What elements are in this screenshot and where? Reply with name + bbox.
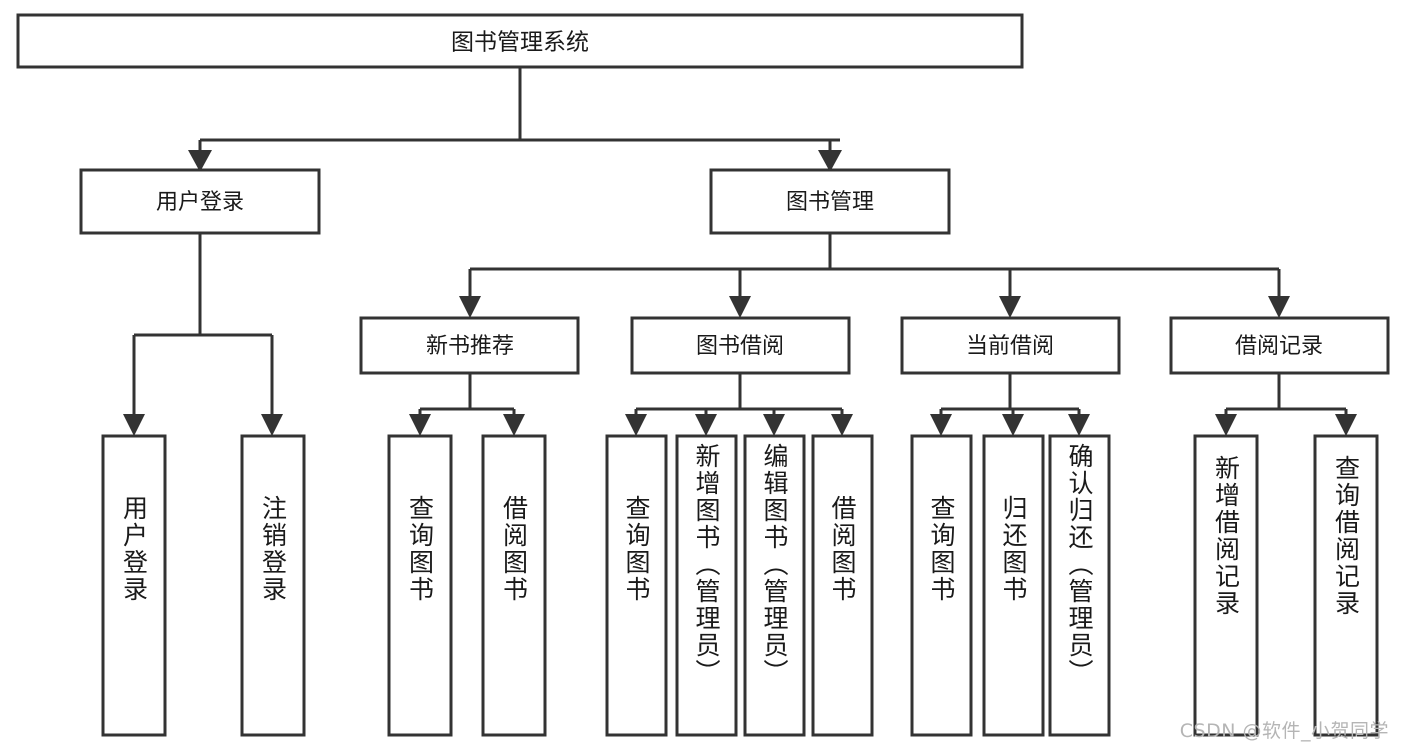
node-borrow-record-label: 借阅记录 [1235, 334, 1323, 359]
leaf-box-confirm-return[interactable] [1048, 434, 1111, 737]
node-user-login[interactable]: 用户登录 [79, 168, 321, 235]
connector-borrowrecord-to-leaves [1215, 373, 1357, 436]
leaf-box-add-book[interactable] [675, 434, 738, 737]
node-current-borrow-box [900, 316, 1121, 375]
leaf-box-user-login[interactable] [101, 434, 167, 737]
node-new-book-recommend-label: 新书推荐 [426, 334, 514, 359]
node-current-borrow-label: 当前借阅 [966, 334, 1054, 359]
connector-bookborrow-to-leaves [625, 373, 853, 436]
leaf-boxes [101, 434, 1379, 737]
node-book-borrow[interactable]: 图书借阅 [630, 316, 851, 375]
node-book-manage-label: 图书管理 [786, 190, 874, 215]
node-user-login-label: 用户登录 [156, 190, 244, 215]
leaf-box-return-book[interactable] [982, 434, 1045, 737]
leaf-box-user-logout[interactable] [240, 434, 306, 737]
node-root-label: 图书管理系统 [451, 30, 589, 56]
watermark-text: CSDN @软件_小贺同学 [1179, 720, 1389, 742]
leaf-box-add-record[interactable] [1193, 434, 1259, 737]
connector-root-to-level2 [188, 67, 842, 172]
node-book-manage[interactable]: 图书管理 [709, 168, 951, 235]
node-root-box [16, 13, 1024, 69]
leaf-box-edit-book[interactable] [743, 434, 806, 737]
connector-bookmanage-to-level3 [459, 233, 1290, 318]
leaf-box-query-book-1[interactable] [387, 434, 453, 737]
leaf-box-query-record[interactable] [1313, 434, 1379, 737]
node-book-manage-box [709, 168, 951, 235]
leaf-box-query-book-2[interactable] [605, 434, 668, 737]
leaf-box-borrow-book-1[interactable] [481, 434, 547, 737]
node-new-book-recommend[interactable]: 新书推荐 [359, 316, 580, 375]
node-current-borrow[interactable]: 当前借阅 [900, 316, 1121, 375]
node-new-book-recommend-box [359, 316, 580, 375]
connector-userlogin-to-leaves [123, 233, 283, 436]
node-borrow-record[interactable]: 借阅记录 [1169, 316, 1390, 375]
node-user-login-box [79, 168, 321, 235]
connector-newbook-to-leaves [409, 373, 525, 436]
leaf-box-borrow-book-2[interactable] [811, 434, 874, 737]
node-book-borrow-box [630, 316, 851, 375]
node-book-borrow-label: 图书借阅 [696, 334, 784, 359]
node-root[interactable]: 图书管理系统 [16, 13, 1024, 69]
node-borrow-record-box [1169, 316, 1390, 375]
leaf-box-query-book-3[interactable] [910, 434, 973, 737]
connector-currentborrow-to-leaves [930, 373, 1090, 436]
